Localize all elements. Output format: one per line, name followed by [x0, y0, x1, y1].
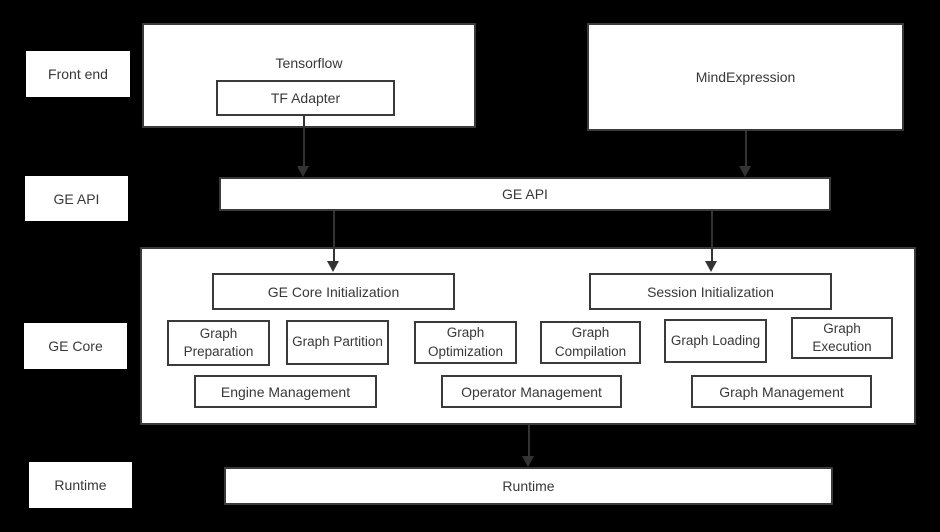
row-label-front-end: Front end [26, 51, 130, 97]
arrow-ge-api-to-ge-core-init [327, 211, 340, 272]
mindexpression-box: MindExpression [587, 23, 904, 131]
session-initialization-box: Session Initialization [589, 273, 832, 310]
arrow-shaft [744, 131, 747, 167]
arrow-mindexpression-to-ge-api [739, 131, 752, 177]
runtime-bar: Runtime [224, 467, 833, 505]
arrow-head-icon [327, 261, 339, 272]
engine-management-box: Engine Management [194, 375, 377, 408]
arrow-tf-adapter-to-ge-api [297, 115, 310, 177]
operator-management-box: Operator Management [441, 375, 622, 408]
row-label-ge-core: GE Core [24, 323, 127, 369]
row-label-ge-api: GE API [25, 176, 128, 221]
arrow-shaft [527, 425, 530, 457]
stage-box-graph-optimization: Graph Optimization [414, 321, 517, 364]
stage-box-graph-preparation: Graph Preparation [167, 320, 270, 366]
arrow-shaft [302, 115, 305, 167]
tensorflow-box: Tensorflow TF Adapter [142, 23, 476, 128]
arrow-shaft [332, 211, 335, 262]
stage-box-graph-compilation: Graph Compilation [540, 321, 641, 364]
tf-adapter-box: TF Adapter [216, 80, 395, 116]
graph-management-box: Graph Management [691, 375, 872, 408]
arrow-ge-core-to-runtime [522, 425, 535, 467]
ge-api-bar: GE API [219, 177, 831, 211]
stage-box-graph-partition: Graph Partition [286, 320, 389, 365]
stage-box-graph-execution: Graph Execution [791, 317, 893, 359]
tensorflow-title: Tensorflow [275, 55, 343, 71]
arrow-ge-api-to-session-init [705, 211, 718, 272]
ge-core-initialization-box: GE Core Initialization [212, 273, 455, 310]
row-label-runtime: Runtime [29, 462, 132, 508]
ge-core-container: GE Core Initialization Session Initializ… [140, 247, 916, 425]
arrow-shaft [710, 211, 713, 262]
arrow-head-icon [705, 261, 717, 272]
arrow-head-icon [739, 166, 751, 177]
arrow-head-icon [297, 166, 309, 177]
stage-box-graph-loading: Graph Loading [664, 319, 767, 363]
arrow-head-icon [522, 456, 534, 467]
